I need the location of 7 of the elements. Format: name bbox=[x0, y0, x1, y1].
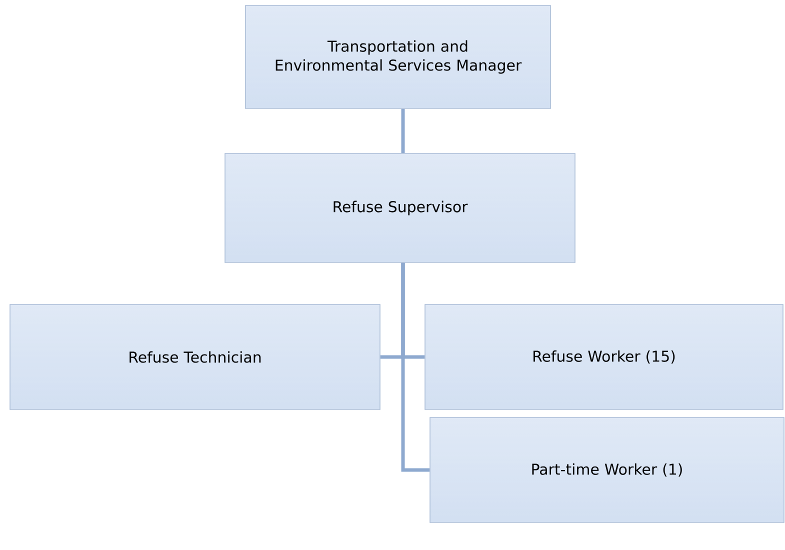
org-box: Transportation and Environmental Services Manager bbox=[245, 5, 551, 109]
org-box: Refuse Technician bbox=[10, 304, 380, 410]
connector-line bbox=[401, 262, 430, 472]
org-box: Refuse Worker (15) bbox=[424, 304, 784, 410]
org-box: Part-time Worker (1) bbox=[430, 417, 784, 523]
org-box: Refuse Supervisor bbox=[224, 153, 576, 263]
connector-line bbox=[401, 108, 405, 154]
